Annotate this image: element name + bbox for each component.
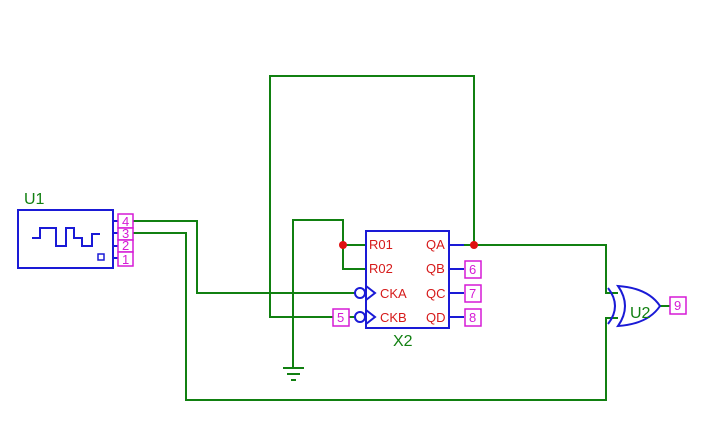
wire-qa-feedback: [269, 75, 475, 318]
cka-bubble: [354, 287, 366, 299]
x2-ref-label: X2: [393, 333, 413, 350]
u1-pin-2: 2: [122, 238, 129, 253]
pin-ckb-label: CKB: [380, 310, 407, 325]
ckb-clock-icon: [365, 309, 377, 325]
wires: [133, 75, 670, 401]
ground-icon: [283, 367, 304, 381]
junction-dot-icon: [470, 241, 478, 249]
wire-u1-to-xor: [133, 232, 618, 401]
u1-pin-3: 3: [122, 226, 129, 241]
xor-gate-icon: [615, 284, 662, 328]
ckb-bubble: [354, 311, 366, 323]
xor-extra-arc: [607, 287, 616, 325]
u2-ref-label: U2: [630, 305, 651, 322]
u1-body: [17, 209, 114, 269]
xor-gate-u2[interactable]: U2 9: [607, 284, 687, 328]
junction-dot-icon: [339, 241, 347, 249]
u1-pin-1: 1: [122, 252, 129, 267]
square-wave-icon: [32, 227, 100, 247]
pin-qa-label: QA: [426, 237, 445, 252]
u1-pin-boxes: 4 3 2 1: [117, 213, 134, 267]
counter-node-boxes: 5 6 7 8: [332, 260, 482, 327]
pin-qb-label: QB: [426, 261, 445, 276]
u1-pin-4: 4: [122, 214, 129, 229]
wire-r02: [342, 245, 366, 270]
node-7-label: 7: [469, 286, 476, 301]
pin-r02-label: R02: [369, 261, 393, 276]
pin-r01-label: R01: [369, 237, 393, 252]
wire-u1-to-cka: [133, 220, 355, 294]
node-8-label: 8: [469, 310, 476, 325]
pin-qc-label: QC: [426, 286, 446, 301]
signal-source-u1[interactable]: U1: [17, 191, 118, 269]
pin-cka-label: CKA: [380, 286, 407, 301]
node-6-label: 6: [469, 262, 476, 277]
node-9-label: 9: [674, 298, 681, 313]
u1-output-marker: [97, 253, 105, 261]
x2-body: [365, 230, 450, 329]
counter-x2[interactable]: R01 R02 CKA CKB QA QB QC QD X2: [354, 230, 464, 350]
u1-ref-label: U1: [24, 191, 45, 208]
cka-clock-icon: [365, 285, 377, 301]
pin-qd-label: QD: [426, 310, 446, 325]
node-5-label: 5: [337, 310, 344, 325]
